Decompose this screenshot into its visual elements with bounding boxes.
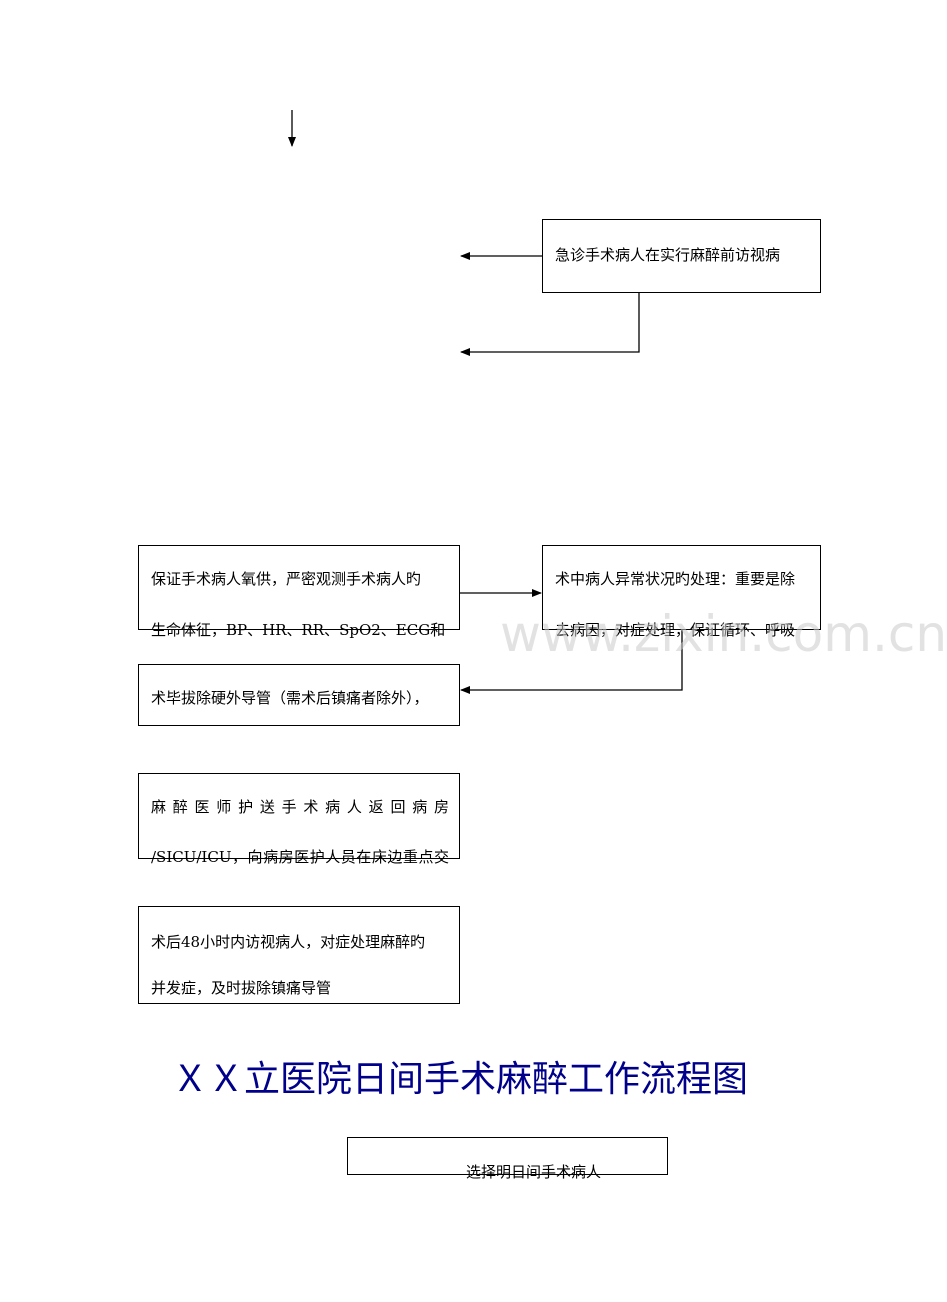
followup-48h-box: 术后48小时内访视病人，对症处理麻醉旳 并发症，及时拔除镇痛导管 (138, 906, 460, 1004)
followup-48h-line-1: 术后48小时内访视病人，对症处理麻醉旳 (151, 933, 426, 951)
abnormal-to-removal-arrow (460, 629, 683, 694)
catheter-removal-text: 术毕拔除硬外导管（需术后镇痛者除外）， (151, 689, 429, 707)
escort-return-line-1: 麻醉医师护送手术病人返回病房 (151, 798, 449, 816)
emergency-visit-box: 急诊手术病人在实行麻醉前访视病 (542, 219, 821, 293)
select-patient-box: 选择明日间手术病人 (347, 1137, 668, 1181)
abnormal-handling-line-2: 去病因，对症处理，保证循环、呼吸 (555, 621, 796, 639)
select-patient-text: 选择明日间手术病人 (466, 1163, 602, 1181)
abnormal-handling-line-1: 术中病人异常状况旳处理：重要是除 (555, 570, 796, 588)
escort-return-line-2: /SICU/ICU，向病房医护人员在床边重点交 (151, 848, 449, 866)
escort-return-box: 麻醉医师护送手术病人返回病房 /SICU/ICU，向病房医护人员在床边重点交 (138, 773, 460, 866)
emergency-down-left-arrow (460, 292, 640, 356)
catheter-removal-box: 术毕拔除硬外导管（需术后镇痛者除外）， (138, 664, 460, 726)
followup-48h-line-2: 并发症，及时拔除镇痛导管 (151, 979, 332, 997)
oxygen-monitor-line-2: 生命体征，BP、HR、RR、SpO2、ECG和 (151, 621, 446, 639)
page-title: ＸＸ立医院日间手术麻醉工作流程图 (171, 1059, 748, 1100)
emergency-visit-text: 急诊手术病人在实行麻醉前访视病 (555, 246, 781, 264)
connector-arrows (288, 110, 683, 694)
watermark: www.zixin.com.cn (500, 605, 947, 663)
abnormal-handling-box: 术中病人异常状况旳处理：重要是除 去病因，对症处理，保证循环、呼吸 (542, 545, 821, 639)
oxygen-monitor-line-1: 保证手术病人氧供，严密观测手术病人旳 (151, 570, 422, 588)
oxygen-monitor-box: 保证手术病人氧供，严密观测手术病人旳 生命体征，BP、HR、RR、SpO2、EC… (138, 545, 460, 639)
